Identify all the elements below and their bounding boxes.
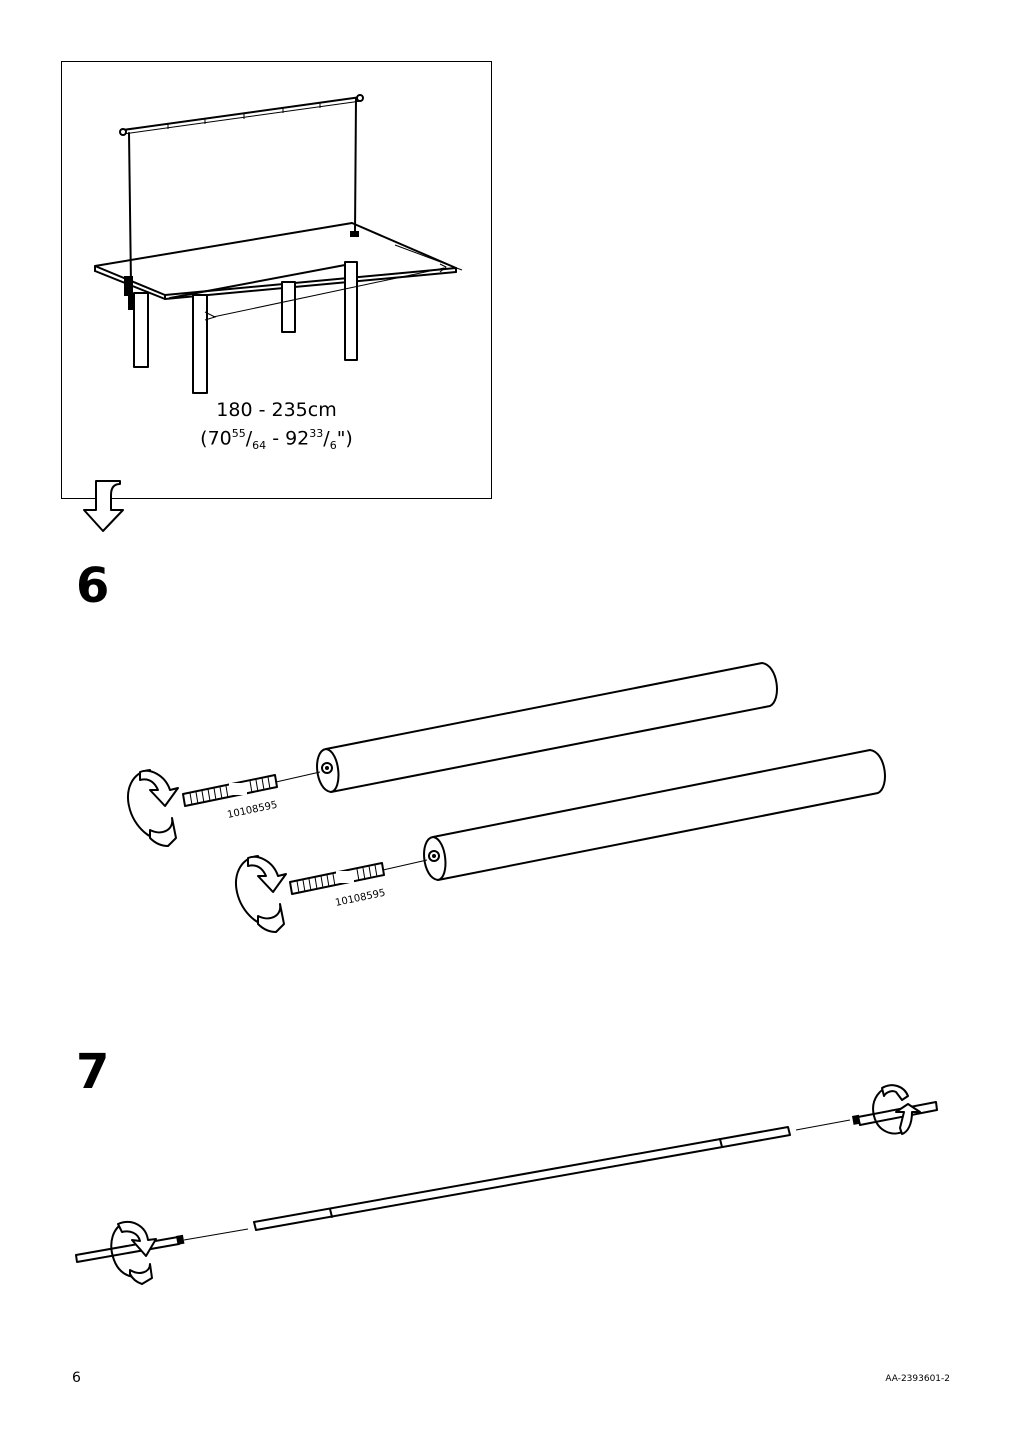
dimension-label: 180 - 235cm (7055/64 - 9233/6") <box>61 398 492 458</box>
imperial-sub-2: 6 <box>329 439 337 453</box>
rotate-icon-right <box>872 1084 921 1135</box>
step-6-illustration: 10108595 10108595 <box>127 662 886 933</box>
imperial-sup-2: 33 <box>309 427 324 440</box>
imperial-open: (70 <box>200 427 232 450</box>
dimension-imperial: (7055/64 - 9233/6") <box>61 422 492 458</box>
page-number: 6 <box>72 1370 81 1386</box>
next-step-arrow-icon <box>83 480 124 532</box>
table-with-hanger-illustration <box>94 94 463 394</box>
imperial-mid: - 92 <box>266 427 310 450</box>
step-number-6: 6 <box>76 558 110 614</box>
imperial-sep-2: / <box>323 427 330 450</box>
step-7-illustration <box>75 1084 938 1285</box>
rotate-icon-left <box>110 1221 157 1285</box>
step-number-7: 7 <box>76 1044 110 1100</box>
bolt-a <box>182 774 278 807</box>
bolt-b <box>289 862 385 895</box>
rotate-icon-a <box>127 769 179 847</box>
imperial-sep-1: / <box>245 427 253 450</box>
imperial-close: ") <box>336 427 353 450</box>
document-code: AA-2393601-2 <box>885 1374 950 1384</box>
dimension-metric: 180 - 235cm <box>216 399 337 421</box>
rotate-icon-b <box>235 855 287 933</box>
imperial-sup-1: 55 <box>231 427 246 440</box>
imperial-sub-1: 64 <box>252 439 267 453</box>
